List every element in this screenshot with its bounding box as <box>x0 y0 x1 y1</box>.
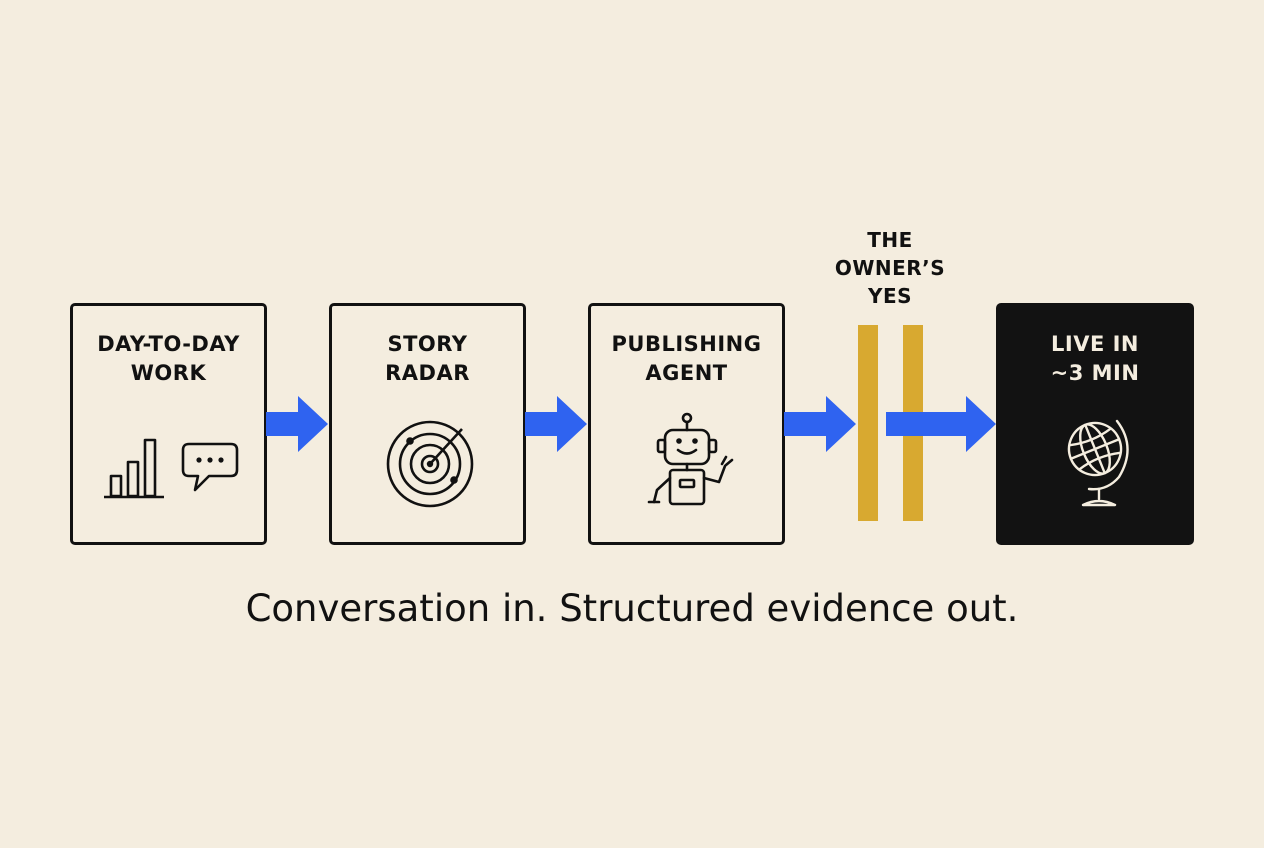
step-label: STORY RADAR <box>385 332 470 385</box>
step-live: LIVE IN ~3 MIN <box>996 303 1194 545</box>
diagram-caption: Conversation in. Structured evidence out… <box>245 587 1019 630</box>
robot-icon <box>647 412 734 506</box>
step-day-to-day-work: DAY-TO-DAY WORK <box>70 303 267 545</box>
arrow-right-1 <box>266 396 328 452</box>
radar-icon <box>386 420 474 508</box>
step-label: DAY-TO-DAY WORK <box>97 332 240 385</box>
bar-chart-icon <box>104 438 164 499</box>
step-story-radar: STORY RADAR <box>329 303 526 545</box>
arrow-right-3 <box>784 396 856 452</box>
gate-label: THE OWNER’S YES <box>834 228 946 308</box>
arrow-right-2 <box>525 396 587 452</box>
arrow-right-4 <box>886 396 996 452</box>
step-label: LIVE IN ~3 MIN <box>1050 332 1140 385</box>
chat-bubble-icon <box>181 442 239 492</box>
step-label: PUBLISHING AGENT <box>611 332 762 385</box>
gate-bar-left <box>858 325 878 521</box>
globe-icon <box>1067 419 1129 507</box>
step-publishing-agent: PUBLISHING AGENT <box>588 303 785 545</box>
